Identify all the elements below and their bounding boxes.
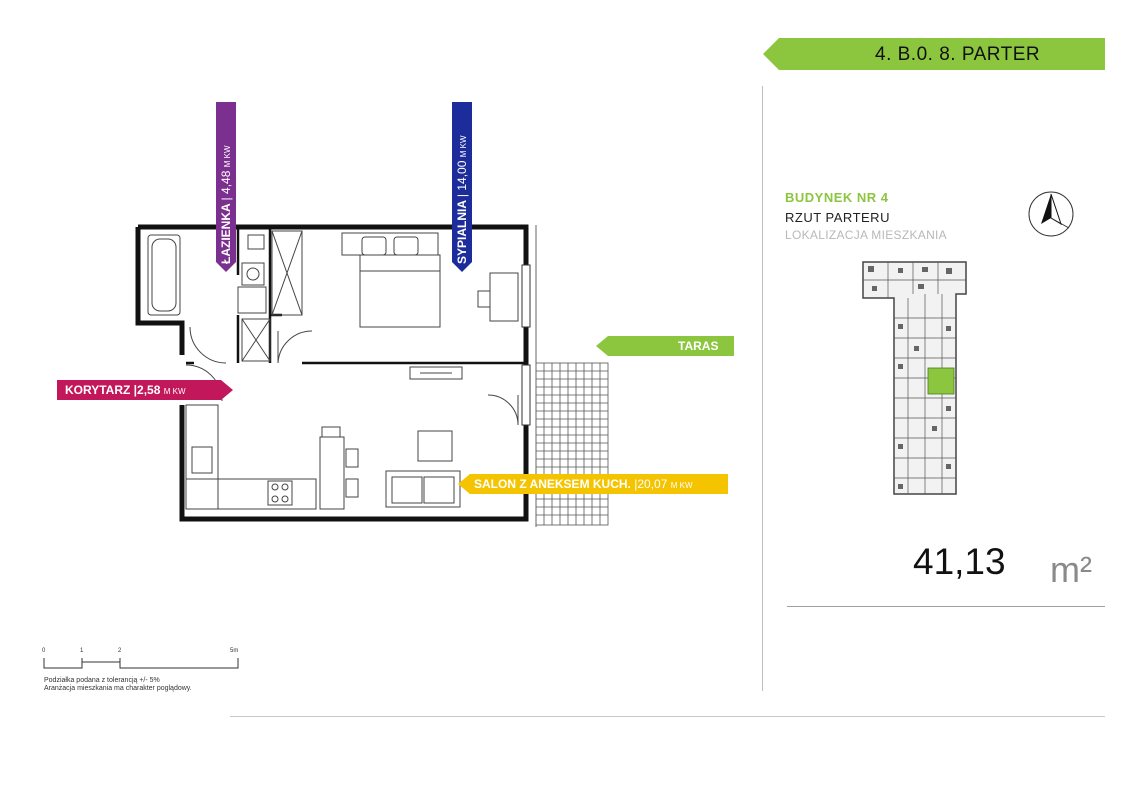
banner-shape [763,38,1105,70]
kitchen [185,404,317,510]
floor-plan [130,215,650,535]
bathroom-fixtures [147,234,271,362]
terrace-name: TARAS [678,339,719,353]
scale-bar: 0 1 2 5m [40,644,250,674]
unit-code: 4. B.0. 8. PARTER [875,44,1041,65]
bathroom-label: ŁAZIENKA | 4,48 M KW [216,102,236,272]
scale-tick-2: 2 [118,648,122,654]
total-area-unit: m² [1050,549,1092,590]
corridor-area: 2,58 [137,383,161,397]
footer-divider [230,716,1105,717]
bathroom-name: ŁAZIENKA [219,203,233,264]
scale-note-line1: Podziałka podana z tolerancją +/- 5% [44,677,160,684]
corridor-unit: M KW [163,387,186,396]
building-label: BUDYNEK NR 4 [785,190,889,205]
highlighted-unit [927,367,955,395]
scale-tick-5: 5m [230,648,238,654]
living-area: 20,07 [637,477,668,491]
corridor-sep: | [133,383,138,397]
bathroom-area: 4,48 [219,170,233,194]
location-label: LOKALIZACJA MIESZKANIA [785,228,947,242]
building-location-map [858,258,970,498]
bedroom-unit: M KW [459,135,468,158]
scale-note-line2: Aranżacja mieszkania ma charakter pogląd… [44,685,192,692]
corridor-name: KORYTARZ [65,383,131,397]
desk [477,272,519,322]
area-divider [787,606,1105,607]
living-sep: | [634,477,638,491]
doors [185,326,519,426]
scale-note: Podziałka podana z tolerancją +/- 5% Ara… [44,677,192,693]
bathroom-unit: M KW [223,145,232,168]
total-area-value: 41,13 [913,541,1006,582]
bed [341,232,441,328]
scale-tick-0: 0 [42,648,46,654]
living-name: SALON Z ANEKSEM KUCH. [474,477,631,491]
terrace-grid [535,362,609,526]
bedroom-label: SYPIALNIA | 14,00 M KW [452,102,472,272]
scale-tick-1: 1 [80,648,84,654]
living-furniture [319,426,461,510]
bedroom-name: SYPIALNIA [455,200,469,264]
living-unit: M KW [670,481,693,490]
bedroom-area: 14,00 [455,160,469,191]
vertical-divider [762,86,763,691]
bathroom-sep: | [219,197,233,201]
bedroom-sep: | [455,193,469,198]
unit-code-banner: 4. B.0. 8. PARTER [763,38,1105,70]
compass-icon [1027,190,1075,238]
wardrobe [271,230,303,316]
floor-label: RZUT PARTERU [785,210,890,225]
